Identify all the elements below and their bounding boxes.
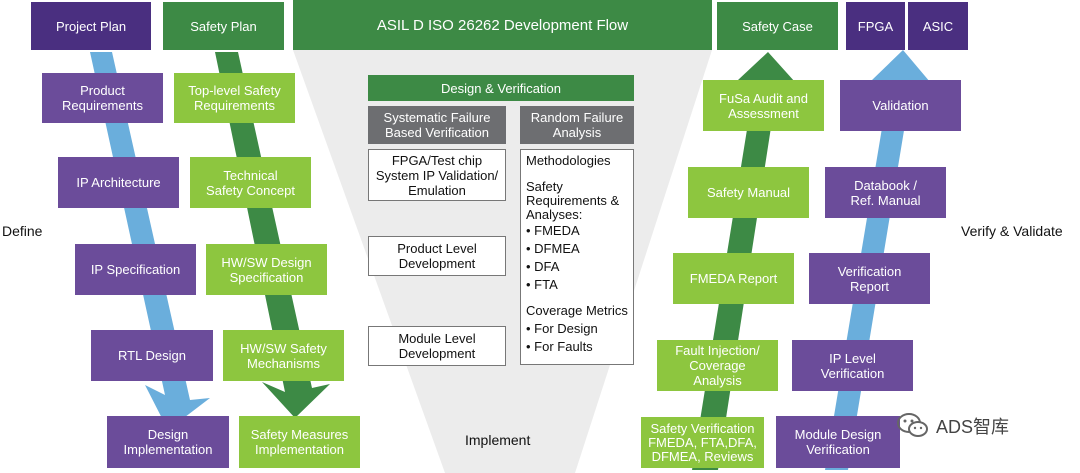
product-requirements-box: Product Requirements (42, 73, 163, 123)
design-verification-header: Design & Verification (368, 75, 634, 101)
safety-case-box: Safety Case (717, 2, 838, 50)
ip-architecture-box: IP Architecture (58, 157, 179, 208)
safety-manual-box: Safety Manual (688, 167, 809, 218)
methodologies-text: Methodologies (526, 153, 611, 168)
verify-validate-label: Verify & Validate (961, 223, 1063, 239)
fpga-test-chip-box: FPGA/Test chip System IP Validation/ Emu… (368, 149, 506, 201)
fusa-audit-box: FuSa Audit and Assessment (703, 80, 824, 131)
dfmea-item: • DFMEA (526, 241, 580, 256)
watermark: ADS智库 (896, 411, 1009, 441)
define-arrow-blue (90, 52, 210, 430)
watermark-text: ADS智库 (936, 417, 1010, 437)
for-design-item: • For Design (526, 321, 598, 336)
safety-plan-box: Safety Plan (163, 2, 284, 50)
verification-report-box: Verification Report (809, 253, 930, 304)
top-level-safety-requirements-box: Top-level Safety Requirements (174, 73, 295, 123)
define-label: Define (2, 223, 43, 239)
random-failure-header: Random Failure Analysis (520, 106, 634, 144)
validation-box: Validation (840, 80, 961, 131)
project-plan-box: Project Plan (31, 2, 151, 50)
module-level-development-box: Module Level Development (368, 326, 506, 366)
fmeda-item: • FMEDA (526, 223, 580, 238)
hw-sw-safety-mechanisms-box: HW/SW Safety Mechanisms (223, 330, 344, 381)
product-level-development-box: Product Level Development (368, 236, 506, 276)
safety-verification-box: Safety Verification FMEDA, FTA,DFA, DFME… (641, 417, 764, 468)
databook-box: Databook / Ref. Manual (825, 167, 946, 218)
systematic-failure-header: Systematic Failure Based Verification (368, 106, 506, 144)
fpga-box: FPGA (846, 2, 905, 50)
safety-requirements-text: Safety Requirements & Analyses: (526, 179, 620, 222)
ip-specification-box: IP Specification (75, 244, 196, 295)
page-title: ASIL D ISO 26262 Development Flow (293, 0, 712, 50)
fault-injection-box: Fault Injection/ Coverage Analysis (657, 340, 778, 391)
define-arrow-green (215, 52, 330, 418)
implement-label: Implement (465, 432, 531, 448)
module-design-verification-box: Module Design Verification (776, 416, 900, 468)
for-faults-item: • For Faults (526, 339, 593, 354)
fta-item: • FTA (526, 277, 558, 292)
hw-sw-design-specification-box: HW/SW Design Specification (206, 244, 327, 295)
fmeda-report-box: FMEDA Report (673, 253, 794, 304)
technical-safety-concept-box: Technical Safety Concept (190, 157, 311, 208)
rtl-design-box: RTL Design (91, 330, 213, 381)
random-failure-list: Methodologies Safety Requirements & Anal… (526, 152, 634, 356)
asic-box: ASIC (908, 2, 968, 50)
design-implementation-box: Design Implementation (107, 416, 229, 468)
random-failure-panel (520, 149, 634, 365)
wechat-icon (897, 413, 928, 437)
ip-level-verification-box: IP Level Verification (792, 340, 913, 391)
safety-measures-implementation-box: Safety Measures Implementation (239, 416, 360, 468)
coverage-metrics-text: Coverage Metrics (526, 303, 628, 318)
dfa-item: • DFA (526, 259, 560, 274)
